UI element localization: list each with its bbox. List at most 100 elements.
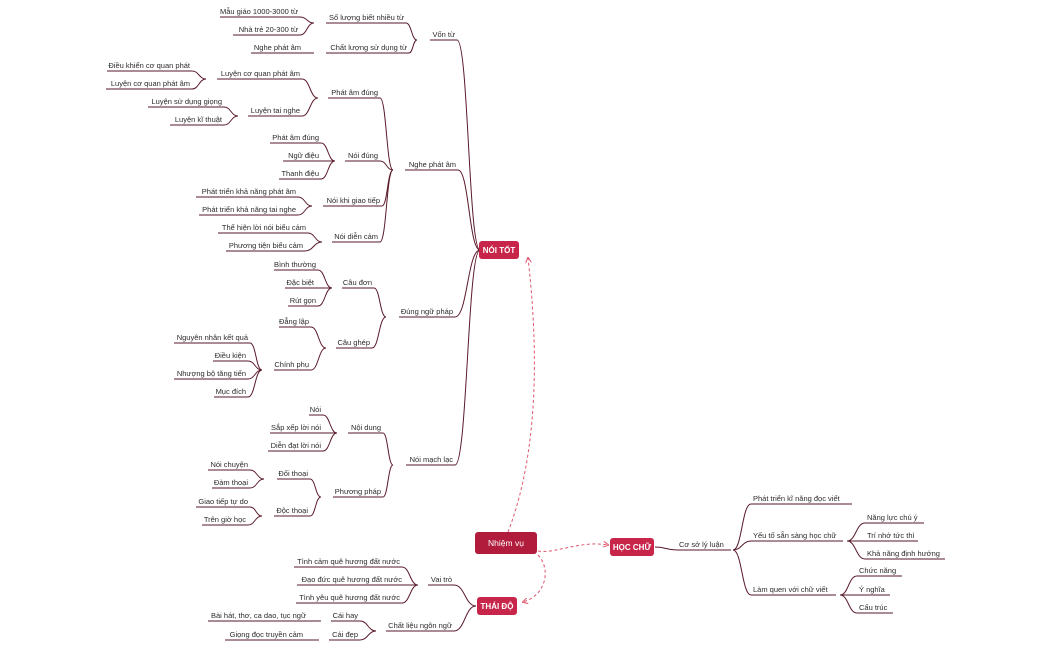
leaf-pt-tai-nghe[interactable]: Phát triển khả năng tai nghe <box>202 205 296 214</box>
leaf-nang-luc[interactable]: Năng lực chú ý <box>867 513 918 522</box>
leaf-the-hien[interactable]: Thể hiện lời nói biểu cảm <box>222 223 306 232</box>
connector <box>249 342 263 371</box>
relation-arrow-thai-do <box>523 554 546 602</box>
hub-hoc-chu-label: HỌC CHỮ <box>613 543 652 552</box>
connector <box>310 347 327 371</box>
connector <box>732 540 752 551</box>
center-node-nhiem-vu[interactable]: Nhiệm vụ <box>475 532 537 554</box>
leaf-ngu-dieu[interactable]: Ngữ điệu <box>288 151 319 160</box>
node-noi-dung-block[interactable]: Nội dung <box>351 423 381 432</box>
leaf-dac-biet[interactable]: Đặc biệt <box>286 278 314 287</box>
node-phat-trien-doc-viet[interactable]: Phát triển kĩ năng đọc viết <box>753 494 841 503</box>
hub-noi-tot[interactable]: NÓI TỐT <box>479 241 519 259</box>
leaf-nhuong-bo[interactable]: Nhượng bộ tăng tiến <box>177 369 246 378</box>
leaf-noi[interactable]: Nói <box>310 405 322 414</box>
node-noi-mach-lac[interactable]: Nói mạch lạc <box>410 455 454 464</box>
leaf-dieu-kien[interactable]: Điều kiện <box>215 351 246 360</box>
leaf-luyen-ki-thuat[interactable]: Luyện kĩ thuật <box>175 115 223 124</box>
leaf-thanh-dieu[interactable]: Thanh điệu <box>281 169 319 178</box>
connector <box>408 39 418 54</box>
leaf-cau-truc[interactable]: Cấu trúc <box>859 603 888 612</box>
connector <box>301 97 319 117</box>
node-lam-quen[interactable]: Làm quen với chữ viết <box>753 585 828 594</box>
node-luyen-tai-nghe[interactable]: Luyện tai nghe <box>251 106 300 115</box>
connector <box>401 584 419 604</box>
node-doc-thoai[interactable]: Độc thoại <box>276 506 308 515</box>
node-dung-ngu-phap[interactable]: Đúng ngữ pháp <box>401 307 453 316</box>
node-labels: Mẫu giáo 1000-3000 từ Nhà trẻ 20-300 từ Số… <box>108 7 940 639</box>
node-chat-lieu[interactable]: Chất liệu ngôn ngữ <box>388 621 452 630</box>
leaf-nguyen-nhan[interactable]: Nguyên nhân kết quả <box>177 333 249 342</box>
leaf-dam-thoai[interactable]: Đàm thoại <box>214 478 249 487</box>
node-noi-dien-cam[interactable]: Nói diễn cảm <box>334 232 378 241</box>
connector <box>839 575 858 596</box>
leaf-tinh-yeu[interactable]: Tình yêu quê hương đất nước <box>299 593 400 602</box>
relation-arrow-hoc-chu <box>537 544 608 552</box>
node-von-tu[interactable]: Vốn từ <box>432 30 455 39</box>
leaf-noi-chuyen[interactable]: Nói chuyện <box>210 460 248 469</box>
leaf-bai-hat[interactable]: Bài hát, thơ, ca dao, tục ngữ <box>211 611 306 620</box>
leaf-dieu-khien[interactable]: Điều khiển cơ quan phát <box>108 61 191 70</box>
hub-thai-do[interactable]: THÁI ĐỘ <box>477 597 517 615</box>
connector <box>846 540 866 560</box>
leaf-nghe-phat-am-tu[interactable]: Nghe phát âm <box>254 43 301 52</box>
leaf-pt-phat-am[interactable]: Phát triển khả năng phát âm <box>202 187 296 196</box>
leaf-kha-nang[interactable]: Khả năng định hướng <box>867 549 940 558</box>
node-cai-hay[interactable]: Cái hay <box>333 611 359 620</box>
node-cau-ghep[interactable]: Câu ghép <box>337 338 370 347</box>
leaf-mau-giao[interactable]: Mẫu giáo 1000-3000 từ <box>220 7 298 16</box>
leaf-muc-dich[interactable]: Mục đích <box>216 387 246 396</box>
node-cau-don[interactable]: Câu đơn <box>343 278 372 287</box>
connector <box>371 316 387 349</box>
node-chinh-phu[interactable]: Chính phụ <box>274 360 309 369</box>
connector <box>310 326 327 349</box>
leaf-luyen-su-dung[interactable]: Luyện sử dụng giọng <box>152 97 223 106</box>
connector <box>223 115 239 126</box>
node-noi-khi-giao-tiep[interactable]: Nói khi giao tiếp <box>327 196 380 205</box>
node-phat-am-dung[interactable]: Phát âm đúng <box>331 88 378 97</box>
leaf-y-nghia[interactable]: Ý nghĩa <box>859 585 886 594</box>
leaf-dao-duc[interactable]: Đạo đức quê hương đất nước <box>302 575 403 584</box>
leaf-binh-thuong[interactable]: Bình thường <box>274 260 316 269</box>
hub-thai-do-box <box>477 597 517 615</box>
leaf-dien-dat[interactable]: Diễn đạt lời nói <box>271 441 322 450</box>
node-cai-dep[interactable]: Cái đẹp <box>332 630 358 639</box>
node-doi-thoai[interactable]: Đối thoại <box>278 469 308 478</box>
node-so-luong[interactable]: Số lượng biết nhiều từ <box>329 13 404 22</box>
leaf-luyen-co-quan[interactable]: Luyện cơ quan phát âm <box>111 79 190 88</box>
node-yeu-to[interactable]: Yếu tố sẵn sàng học chữ <box>753 531 836 540</box>
connector <box>317 287 333 307</box>
leaf-tren-gio-hoc[interactable]: Trên giờ học <box>204 515 246 524</box>
node-co-so-ly-luan[interactable]: Cơ sở lý luận <box>679 540 724 549</box>
connector <box>309 496 322 517</box>
connector <box>453 584 477 607</box>
connector <box>732 549 752 596</box>
node-vai-tro[interactable]: Vai trò <box>431 575 452 584</box>
leaf-phat-am-dung[interactable]: Phát âm đúng <box>272 133 319 142</box>
connector <box>379 160 394 171</box>
connector <box>223 106 239 117</box>
connector <box>373 287 387 318</box>
leaf-tri-nho[interactable]: Trí nhớ tức thì <box>867 531 915 540</box>
leaf-giong-doc[interactable]: Giọng đọc truyền cảm <box>230 630 303 639</box>
hub-hoc-chu[interactable]: HỌC CHỮ <box>610 538 654 556</box>
leaf-tinh-cam[interactable]: Tình cảm quê hương đất nước <box>297 557 400 566</box>
node-luyen-co-quan[interactable]: Luyện cơ quan phát âm <box>221 69 300 78</box>
node-phuong-phap[interactable]: Phương pháp <box>335 487 381 496</box>
node-chat-luong[interactable]: Chất lượng sử dụng từ <box>330 43 407 52</box>
leaf-chuc-nang[interactable]: Chức năng <box>859 566 896 575</box>
connector <box>379 97 394 171</box>
connector <box>301 78 319 99</box>
leaf-rut-gon[interactable]: Rút gọn <box>290 296 316 305</box>
node-nghe-phat-am[interactable]: Nghe phát âm <box>409 160 456 169</box>
connector <box>382 464 394 498</box>
leaf-sap-xep[interactable]: Sắp xếp lời nói <box>271 423 321 432</box>
leaf-nha-tre[interactable]: Nhà trẻ 20-300 từ <box>239 25 298 34</box>
center-node-nhiem-vu-label: Nhiệm vụ <box>488 538 524 548</box>
leaf-giao-tiep-tu-do[interactable]: Giao tiếp tự do <box>198 497 248 506</box>
leaf-phuong-tien[interactable]: Phương tiện biểu cảm <box>229 241 303 250</box>
leaf-dang-lap[interactable]: Đẳng lập <box>279 317 309 326</box>
node-noi-dung[interactable]: Nói đúng <box>348 151 378 160</box>
connector <box>249 506 263 517</box>
connector <box>454 249 481 318</box>
